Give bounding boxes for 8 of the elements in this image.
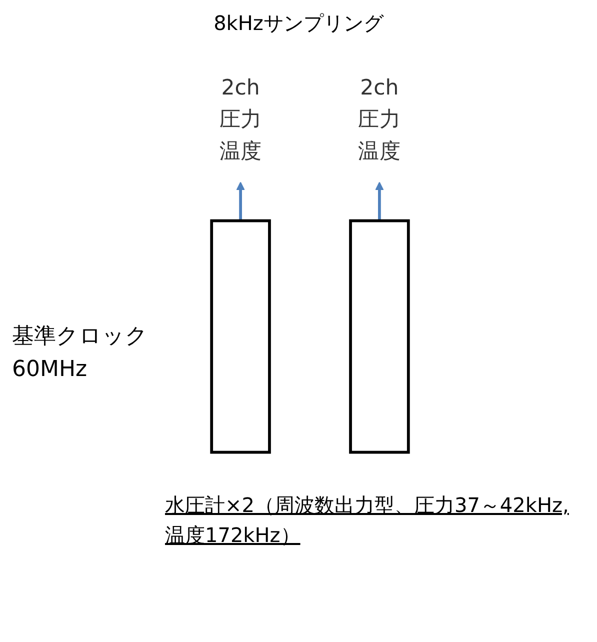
side-note: 基準クロック 60MHz xyxy=(12,324,148,382)
node-box xyxy=(349,219,410,454)
heading-text: 8kHzサンプリング xyxy=(214,11,384,35)
arrow xyxy=(375,182,384,221)
node-box xyxy=(210,219,271,454)
node-text: 2ch 圧力 温度 xyxy=(219,76,262,164)
node-text: 2ch 圧力 温度 xyxy=(358,76,401,164)
arrow xyxy=(236,182,245,221)
